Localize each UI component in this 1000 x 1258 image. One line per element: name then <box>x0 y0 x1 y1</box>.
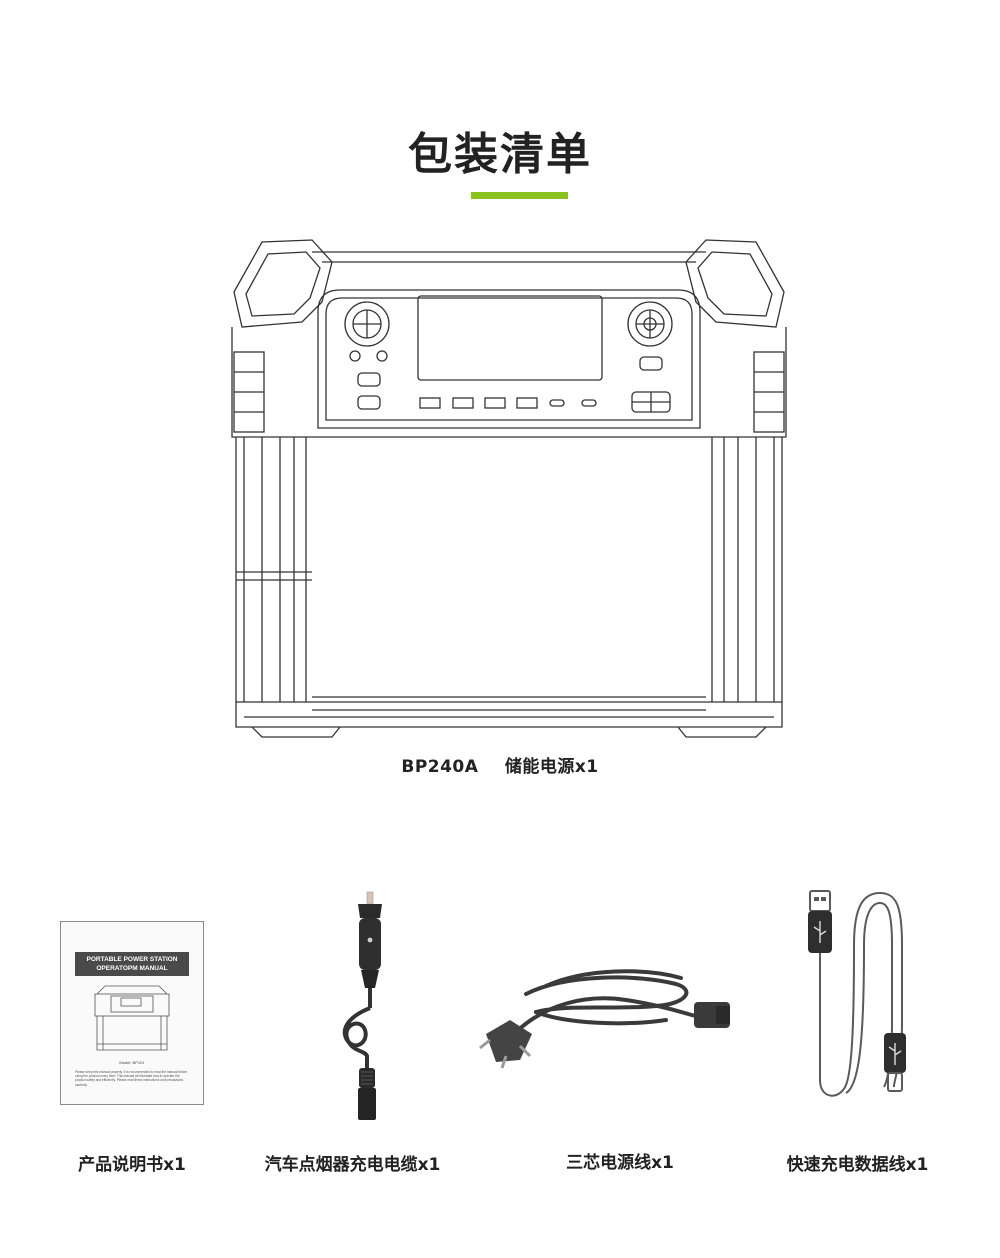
power-cord-image <box>479 969 730 1069</box>
usb-cable-image <box>808 890 906 1097</box>
manual-cover-header: PORTABLE POWER STATION OPERATOPM MANUAL <box>75 952 189 976</box>
item-caption-power-cord: 三芯电源线x1 <box>566 1153 674 1173</box>
manual-model-text: Model: BP101 <box>119 1060 145 1065</box>
car-charger-cable-image <box>342 891 382 1120</box>
user-manual-image: PORTABLE POWER STATION OPERATOPM MANUAL … <box>60 921 204 1105</box>
main-product-name: 储能电源x1 <box>504 757 599 777</box>
manual-product-sketch <box>94 985 170 1051</box>
item-caption-manual: 产品说明书x1 <box>78 1155 186 1175</box>
page-title: 包装清单 <box>408 129 592 180</box>
title-accent-bar <box>471 192 568 199</box>
power-station-drawing <box>231 239 787 738</box>
main-product-caption: BP240A 储能电源x1 <box>0 752 1000 777</box>
item-caption-usb-cable: 快速充电数据线x1 <box>786 1155 929 1175</box>
item-caption-car-charger: 汽车点烟器充电电缆x1 <box>264 1155 441 1175</box>
main-product-model: BP240A <box>401 757 479 777</box>
manual-body-text: Please keep this manual properly. It is … <box>75 1070 188 1087</box>
